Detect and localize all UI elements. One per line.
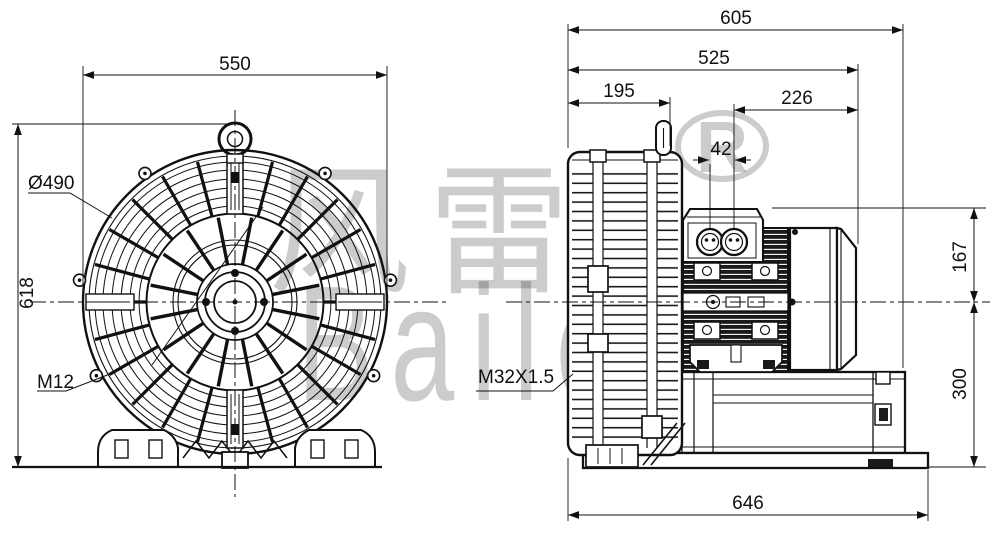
leader-diameter <box>28 192 113 219</box>
base-plate <box>581 451 930 470</box>
svg-text:R: R <box>696 108 748 188</box>
label-m32: M32X1.5 <box>478 367 554 388</box>
leader-m32 <box>476 373 574 392</box>
front-feet <box>12 429 382 469</box>
terminal-box <box>681 207 765 264</box>
cable-gland-left <box>695 227 725 257</box>
section-diagonal <box>151 206 264 366</box>
cable-gland-right <box>719 227 749 257</box>
label-diameter: Ø490 <box>28 173 74 194</box>
housing-foot <box>585 422 686 468</box>
dim-167: 167 <box>950 241 971 273</box>
fan-cowl <box>835 226 858 372</box>
dim-550: 550 <box>219 54 251 75</box>
blower-housing-side <box>566 120 684 457</box>
dim-226: 226 <box>781 88 813 109</box>
motor-end-cover <box>788 226 839 372</box>
dim-646: 646 <box>732 493 764 514</box>
dim-300: 300 <box>950 368 971 400</box>
dimensions <box>12 24 986 521</box>
registered-trademark-icon: R <box>675 108 769 188</box>
label-m12: M12 <box>37 372 74 393</box>
dim-195: 195 <box>603 81 635 102</box>
front-view <box>12 110 448 497</box>
dim-525: 525 <box>698 48 730 69</box>
dim-42: 42 <box>710 139 731 160</box>
dim-605: 605 <box>720 8 752 29</box>
side-view <box>506 120 990 470</box>
leader-m12 <box>37 373 111 392</box>
dimension-texts: 550 618 Ø490 M12 605 525 195 226 42 167 … <box>17 8 971 514</box>
dim-618: 618 <box>17 277 38 309</box>
